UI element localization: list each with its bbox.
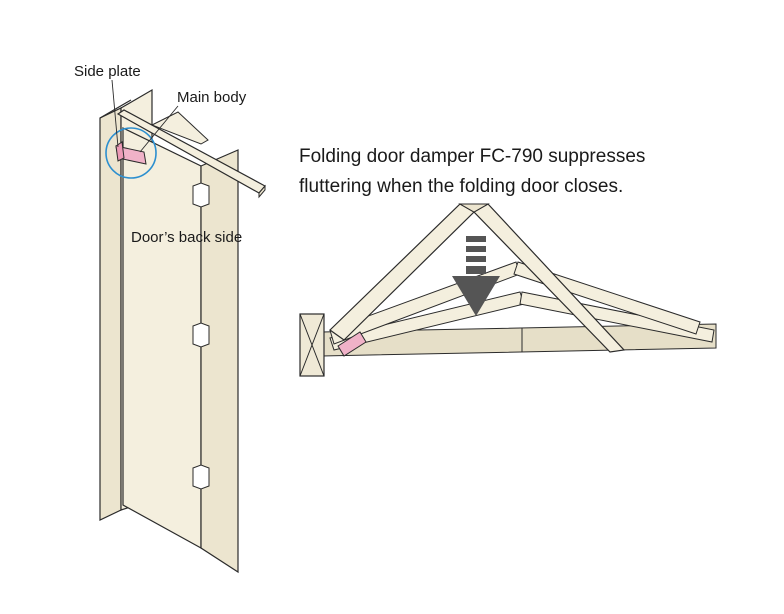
side-plate-label: Side plate <box>74 63 141 80</box>
door-back-side-label: Door’s back side <box>131 229 242 246</box>
side-plate-leader <box>111 79 119 148</box>
folding-motion-top-view <box>299 203 717 377</box>
side-plate-front <box>99 107 122 521</box>
door-panel-left <box>122 127 202 550</box>
hinge <box>192 322 210 348</box>
main-body-leader <box>139 105 179 153</box>
side-plate-edge <box>99 99 132 119</box>
door-leaf-open-mid <box>458 203 490 213</box>
top-rail-end <box>258 184 266 199</box>
door-panel-right <box>200 149 239 574</box>
wall-block <box>299 313 325 377</box>
damper-bracket <box>115 141 125 162</box>
door-leaf-stage-2b <box>513 261 701 335</box>
callout-circle <box>105 127 157 179</box>
caption-line-1: Folding door damper FC-790 suppresses <box>299 146 645 167</box>
folding-door-back-view: Side plate Main body Door’s back side <box>74 63 266 574</box>
damper-top-view <box>337 331 367 357</box>
main-body-label: Main body <box>177 89 247 106</box>
closing-direction-arrow-icon <box>452 236 500 316</box>
caption-line-2: fluttering when the folding door closes. <box>299 176 623 197</box>
hinge <box>192 182 210 208</box>
hinge <box>192 464 210 490</box>
